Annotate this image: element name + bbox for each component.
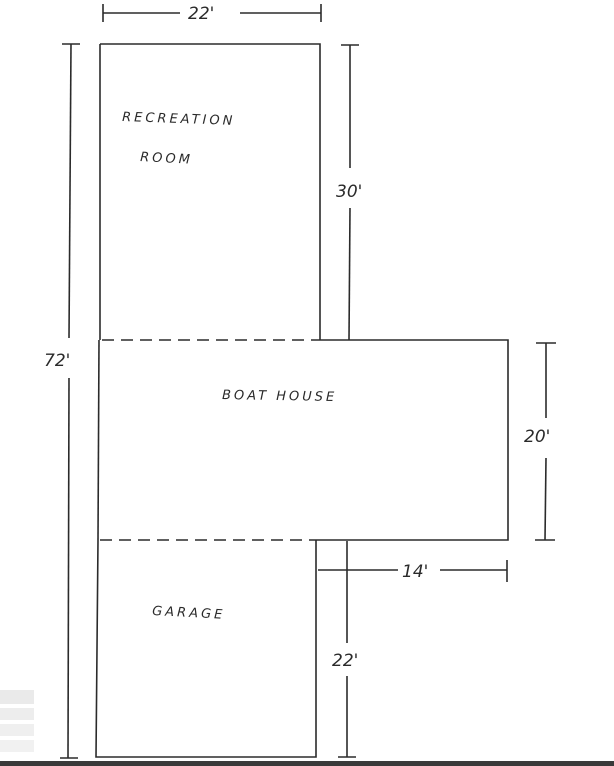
boat-house-left-wall: [97, 339, 100, 541]
scan-bottom-edge: [0, 761, 614, 766]
building-outline: [95, 43, 509, 758]
watermark-logo: [0, 690, 34, 752]
recreation-room-walls: [100, 43, 321, 340]
garage-depth-value: 22': [332, 651, 358, 671]
recreation-room-label-line2: ROOM: [140, 150, 193, 168]
overall-length-dimension: 72': [44, 43, 80, 759]
boathouse-extension-dimension: 14': [318, 560, 508, 582]
boat-house-walls: [316, 339, 509, 541]
top-width-dimension: 22': [102, 4, 322, 24]
overall-length-value: 72': [44, 351, 70, 371]
recreation-depth-dimension: 30': [336, 44, 362, 341]
recreation-room-label-line1: RECREATION: [122, 110, 236, 129]
recreation-depth-value: 30': [336, 182, 362, 202]
garage-depth-dimension: 22': [332, 541, 358, 758]
boathouse-depth-dimension: 20': [524, 342, 556, 541]
top-width-value: 22': [188, 4, 214, 24]
boathouse-extension-value: 14': [402, 562, 428, 582]
boat-house-label: BOAT HOUSE: [222, 388, 337, 405]
boathouse-depth-value: 20': [524, 427, 550, 447]
garage-walls: [95, 539, 317, 758]
garage-label: GARAGE: [152, 604, 226, 623]
